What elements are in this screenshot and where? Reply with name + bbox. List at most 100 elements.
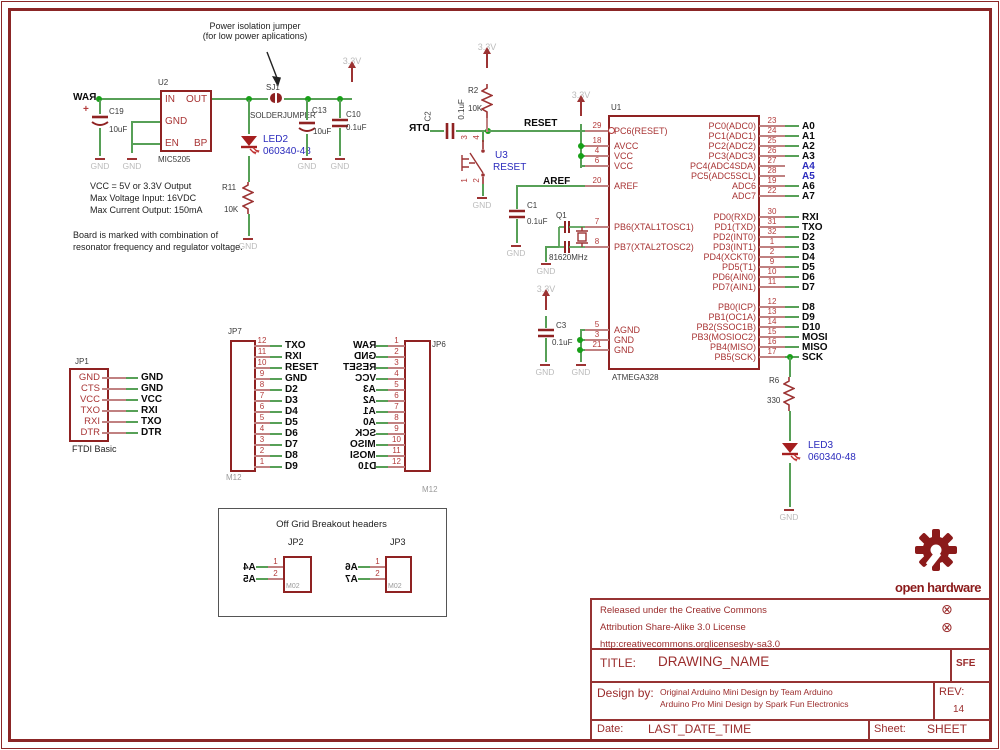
page-border-inner [8,8,992,742]
c3-ref: C3 [556,321,567,330]
wire [486,118,488,132]
junction-dot [577,337,583,343]
pin-stub: 11 [759,278,785,288]
jp2-package: M02 [286,583,300,590]
design-by-label: Design by: [597,686,654,700]
header-pin-row: 11 RXI [254,347,374,362]
net-label: RAW [352,340,376,351]
pin-stub: 20 [585,177,609,187]
led-symbol [241,136,260,155]
wire [284,98,352,100]
wire [488,130,586,132]
header-pin-row: RESET 3 [325,358,405,373]
jp3-pins: A6 1 A7 2 [327,558,385,585]
board-note: resonator frequency and regulator voltag… [73,242,243,252]
mcu-pin-row: PC5(ADC5SCL) 28 A5 [610,167,860,182]
offgrid-box [218,508,447,617]
sheet-value: SHEET [927,722,968,736]
mcu-right-pins: PD0(RXD) 30 RXI PD1(TXD) 31 TXO PD2(INT0… [610,208,860,293]
wire [376,388,388,391]
led3-part: 060340-48 [808,452,856,463]
pin-stub: 3 [388,358,405,369]
pin-stub: 25 [759,137,785,147]
net-label: DTR [141,427,162,438]
pin-stub: 9 [388,424,405,435]
net-label: A3 [802,150,815,162]
wire [785,336,799,338]
wire [580,339,586,341]
mcu-pin-row: PB4(MISO) 16 MISO [610,338,860,353]
pin-name: ADC6 [731,181,756,191]
mcu-pin-row: PD5(T1) 9 D5 [610,258,860,273]
r11-ref: R11 [222,183,237,192]
note-line: VCC = 5V or 3.3V Output [90,181,192,191]
wire [482,132,484,142]
pin-name: PD4(XCKT0) [703,252,756,262]
jp6-package: M12 [422,485,438,494]
wire [358,578,370,580]
v33-symbol: 3.3V [470,42,504,68]
wire [376,377,388,380]
reset-button-symbol [461,140,485,186]
rev-label: REV: [939,686,965,698]
pin-stub: 1 [388,336,405,347]
header-pin-row: 5 D5 [254,413,374,428]
wire [270,443,282,446]
jumper-note: Power isolation jumper(for low power apl… [202,21,308,41]
jp1-body [69,368,109,442]
pin-stub: 24 [759,127,785,137]
jp2-ref: JP2 [288,537,304,547]
wire [580,165,586,167]
mcu-right-pins: PC0(ADC0) 23 A0 PC1(ADC1) 24 A1 PC2(ADC2… [610,117,860,202]
net-label: MISO [350,439,376,450]
wire [376,465,388,468]
mcu-pin-row: PB5(SCK) 17 SCK [610,348,860,363]
wire [785,266,799,268]
pin-stub: 11 [388,446,405,457]
header-pin-row: 2 D8 [254,446,374,461]
wire [248,156,250,182]
mcu-pin-row: PD1(TXD) 31 TXO [610,218,860,233]
board-note: Board is marked with combination of [73,230,219,240]
wire [98,98,160,100]
u1-part: ATMEGA328 [612,373,659,382]
wire [789,411,791,441]
pin-name: AVCC [614,141,639,151]
jp6-pins: RAW 1 GND 2 RESET 3 VCC 4 A3 5 A2 6 A1 7 [325,336,405,472]
pin-name: VCC [79,394,100,405]
capacitor-polarized-symbol [91,115,109,126]
c13-ref: C13 [312,106,327,115]
net-label: D10 [357,461,376,472]
pin-name: PB7(XTAL2TOSC2) [614,242,694,252]
pin-stub: 29 [585,122,615,134]
mcu-right-pins: PB0(ICP) 12 D8 PB1(OC1A) 13 D9 PB2(SSOC1… [610,298,860,363]
wire [376,355,388,358]
regulator-body [160,90,212,152]
pin-stub [102,376,126,379]
pin-stub [102,409,126,412]
date-label: Date: [597,723,624,735]
wire [376,399,388,402]
u3-ref: U3 [495,150,508,161]
pin-stub: 26 [759,147,785,157]
wire [785,236,799,238]
pin-name: PB3(MOSIOC2) [691,332,756,342]
wire [785,216,799,218]
header-pin-row: MOSI 11 [325,446,405,461]
note-line: Max Current Output: 150mA [90,205,203,215]
header-pin-row: VCC VCC [74,394,214,405]
header-pin-row: A2 6 [325,391,405,406]
mcu-pin-row: PD3(INT1) 1 D3 [610,238,860,253]
capacitor-symbol [538,328,554,338]
mcu-pin-row: 7 PB6(XTAL1TOSC1) [585,217,735,237]
pin-stub: 15 [759,328,785,338]
pin-stub: 13 [759,308,785,318]
net-label-raw: RAW [72,92,96,103]
wire [580,329,586,331]
header-pin-row: TXO RXI [74,405,214,416]
net-label: RXI [802,211,819,223]
mcu-pin-row: PC3(ADC3) 26 A3 [610,147,860,162]
wire [785,306,799,308]
header-pin-row: A1 7 [325,402,405,417]
